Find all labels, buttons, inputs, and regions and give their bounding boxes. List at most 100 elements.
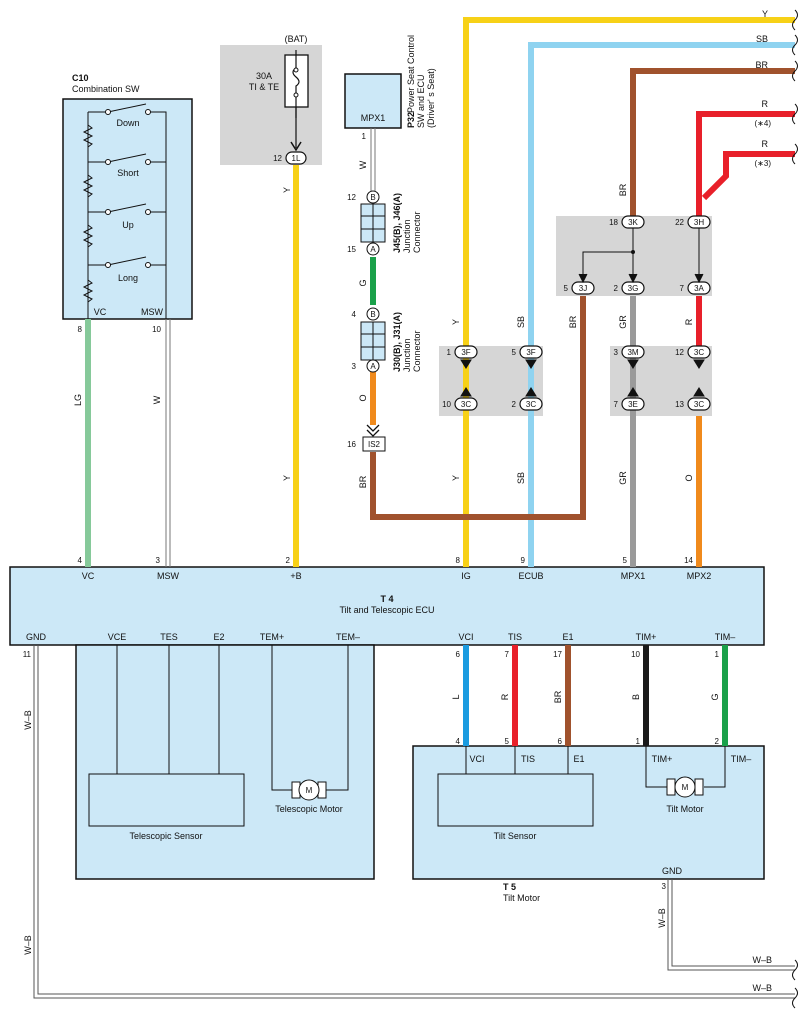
conn-3c-d: 3C <box>694 400 704 409</box>
conn-3k-pin: 18 <box>609 218 618 227</box>
conn-3k: 3K <box>628 218 638 227</box>
label-w-mpx1: W <box>358 160 368 169</box>
tilt-motor-symbol <box>674 776 696 798</box>
ecu-pin-b: 2 <box>286 556 291 565</box>
ecu-box <box>9 566 765 646</box>
label-w-msw: W <box>152 395 162 404</box>
label-br-is2: BR <box>358 475 368 488</box>
battery-pin: 12 <box>273 154 282 163</box>
label-wb-2: W–B <box>23 935 33 955</box>
power-seat-pin: 1 <box>362 132 367 141</box>
ecu-term-temminus: TEM– <box>336 632 360 642</box>
conn-3e: 3E <box>628 400 638 409</box>
ecu-pin-gnd: 11 <box>23 650 32 659</box>
tilt-term-timplus: TIM+ <box>652 754 673 764</box>
ecu-term-vci: VCI <box>458 632 473 642</box>
junction-1-name-2: Connector <box>412 211 422 253</box>
conn-3h-pin: 22 <box>675 218 684 227</box>
ecu-pin-timminus: 1 <box>715 650 720 659</box>
switch-pin-msw: 10 <box>152 325 161 334</box>
label-y-fuse: Y <box>282 187 292 193</box>
junction-1-bottom-pin: 15 <box>347 245 356 254</box>
right-wire-r3-ref: (∗3) <box>755 159 772 168</box>
power-seat-name-2: SW and ECU <box>416 74 426 128</box>
label-br-3j: BR <box>568 315 578 328</box>
conn-3j: 3J <box>579 284 587 293</box>
label-o-mpx2: O <box>684 474 694 481</box>
power-seat-name-3: (Driver' s Seat) <box>426 68 436 128</box>
label-g: G <box>358 279 368 286</box>
conn-3m: 3M <box>627 348 638 357</box>
ecu-term-mpx1: MPX1 <box>621 571 646 581</box>
ecu-pin-ig: 8 <box>456 556 461 565</box>
ecu-term-tis: TIS <box>508 632 522 642</box>
conn-3a-pin: 7 <box>680 284 685 293</box>
conn-3f-b: 3F <box>526 348 535 357</box>
label-g-tim: G <box>710 693 720 700</box>
label-o: O <box>358 394 368 401</box>
ecu-pin-mpx2: 14 <box>684 556 693 565</box>
right-wire-br: BR <box>755 60 768 70</box>
wire-continuation-marks <box>792 9 798 1009</box>
tilt-pin-tis: 5 <box>505 737 510 746</box>
junction-1-top-pin: 12 <box>347 193 356 202</box>
tilt-term-vci: VCI <box>469 754 484 764</box>
switch-pos-up: Up <box>122 220 134 230</box>
ecu-id: T 4 <box>380 594 393 604</box>
conn-3c-c-pin: 12 <box>675 348 684 357</box>
wire-r-4 <box>696 111 795 216</box>
conn-3j-pin: 5 <box>564 284 569 293</box>
switch-internals <box>82 103 167 319</box>
junction-2-top-letter: B <box>370 310 375 319</box>
tilt-term-tis: TIS <box>521 754 535 764</box>
tilt-motor-inner-label: Tilt Motor <box>666 804 703 814</box>
conn-3g: 3G <box>628 284 639 293</box>
switch-id: C10 <box>72 73 89 83</box>
label-wb-4: W–B <box>752 955 772 965</box>
junction-2-bottom-pin: 3 <box>352 362 357 371</box>
junction-2-name-2: Connector <box>412 330 422 372</box>
label-y-plusb: Y <box>282 475 292 481</box>
wire-w-mpx1 <box>370 128 376 193</box>
power-seat-name-1: Power Seat Control <box>406 35 416 113</box>
tilt-sensor-box <box>437 773 594 827</box>
tilt-sensor-label: Tilt Sensor <box>494 831 537 841</box>
wire-wb-gnd-ecu <box>33 645 795 999</box>
label-sb-upper: SB <box>516 316 526 328</box>
junction-1-id: J45(B), J46(A) <box>392 193 402 253</box>
power-seat-terminal: MPX1 <box>361 113 386 123</box>
ecu-term-mpx2: MPX2 <box>687 571 712 581</box>
ecu-term-timplus: TIM+ <box>636 632 657 642</box>
telescopic-motor-letter: M <box>306 786 313 795</box>
ecu-name: Tilt and Telescopic ECU <box>339 605 434 615</box>
label-wb-5: W–B <box>752 983 772 993</box>
junction-2-top-pin: 4 <box>352 310 357 319</box>
ecu-term-b: +B <box>290 571 301 581</box>
conn-3c-b-pin: 2 <box>512 400 517 409</box>
label-r-tis: R <box>500 693 510 700</box>
conn-3g-pin: 2 <box>614 284 619 293</box>
ecu-term-vc: VC <box>82 571 95 581</box>
right-wire-y: Y <box>762 9 768 19</box>
wire-w-msw <box>165 319 171 567</box>
wire-br-is2 <box>370 296 586 520</box>
conn-3f-b-pin: 5 <box>512 348 517 357</box>
ecu-pin-vc: 4 <box>78 556 83 565</box>
tilt-motor-name: Tilt Motor <box>503 893 540 903</box>
ecu-pin-tis: 7 <box>505 650 510 659</box>
conn-3m-pin: 3 <box>614 348 619 357</box>
conn-3c-a-pin: 10 <box>442 400 451 409</box>
switch-pos-short: Short <box>117 168 139 178</box>
label-gr-lower: GR <box>618 471 628 485</box>
telescopic-sensor-box <box>88 773 245 827</box>
ecu-term-vce: VCE <box>108 632 127 642</box>
label-gr-upper: GR <box>618 315 628 329</box>
ecu-pin-mpx1: 5 <box>623 556 628 565</box>
ecu-pin-ecub: 9 <box>521 556 526 565</box>
splice-name: IS2 <box>368 440 381 449</box>
ecu-pin-msw: 3 <box>156 556 161 565</box>
conn-3c-b: 3C <box>526 400 536 409</box>
tilt-motor-letter: M <box>682 783 689 792</box>
combination-switch-box <box>62 98 193 320</box>
power-seat-box <box>344 73 402 129</box>
